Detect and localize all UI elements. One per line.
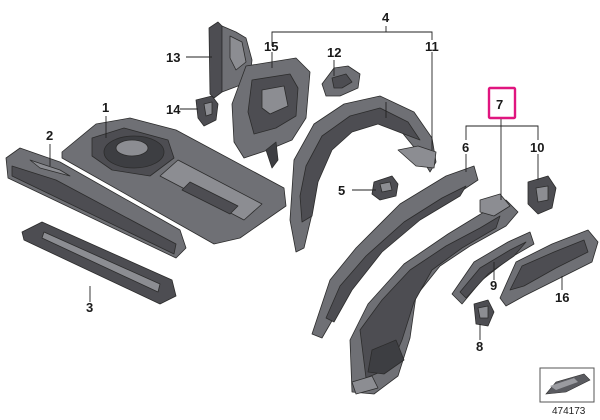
callout-12[interactable]: 12 bbox=[327, 45, 341, 60]
part-1-floor-pan[interactable] bbox=[61, 117, 287, 245]
callout-2[interactable]: 2 bbox=[46, 128, 53, 143]
part-16-panel[interactable] bbox=[499, 229, 599, 307]
callout-13[interactable]: 13 bbox=[166, 50, 180, 65]
part-9-member[interactable] bbox=[451, 231, 535, 305]
part-14-clip[interactable] bbox=[195, 95, 219, 127]
part-7-assembly[interactable] bbox=[349, 193, 519, 395]
callout-16[interactable]: 16 bbox=[555, 290, 569, 305]
callout-5[interactable]: 5 bbox=[338, 183, 345, 198]
highlight-box bbox=[487, 86, 517, 120]
callout-15[interactable]: 15 bbox=[264, 39, 278, 54]
callout-4[interactable]: 4 bbox=[382, 10, 390, 25]
callout-8[interactable]: 8 bbox=[476, 339, 483, 354]
part-10-bracket[interactable] bbox=[527, 175, 557, 215]
reference-symbol: 474173 bbox=[539, 367, 595, 417]
callout-3[interactable]: 3 bbox=[86, 300, 93, 315]
callout-1[interactable]: 1 bbox=[102, 100, 109, 115]
part-2-sill[interactable] bbox=[5, 147, 187, 259]
callout-11[interactable]: 11 bbox=[425, 39, 439, 54]
part-3-rail[interactable] bbox=[21, 221, 177, 305]
reference-number: 474173 bbox=[552, 406, 586, 417]
callout-10[interactable]: 10 bbox=[530, 140, 544, 155]
part-12-bracket[interactable] bbox=[321, 65, 361, 97]
callout-9[interactable]: 9 bbox=[490, 278, 497, 293]
callout-labels: 1 2 3 4 5 6 7 8 9 10 11 12 13 14 15 16 bbox=[46, 10, 569, 354]
part-8-bracket[interactable] bbox=[473, 299, 495, 327]
part-6-side-member[interactable] bbox=[311, 165, 479, 339]
callout-14[interactable]: 14 bbox=[166, 102, 181, 117]
part-5-bracket[interactable] bbox=[371, 175, 399, 201]
callout-6[interactable]: 6 bbox=[462, 140, 469, 155]
part-4-wheel-arch[interactable] bbox=[289, 95, 437, 253]
part-15-panel[interactable] bbox=[231, 57, 311, 169]
leader-lines bbox=[49, 26, 563, 340]
callout-7[interactable]: 7 bbox=[496, 97, 503, 112]
